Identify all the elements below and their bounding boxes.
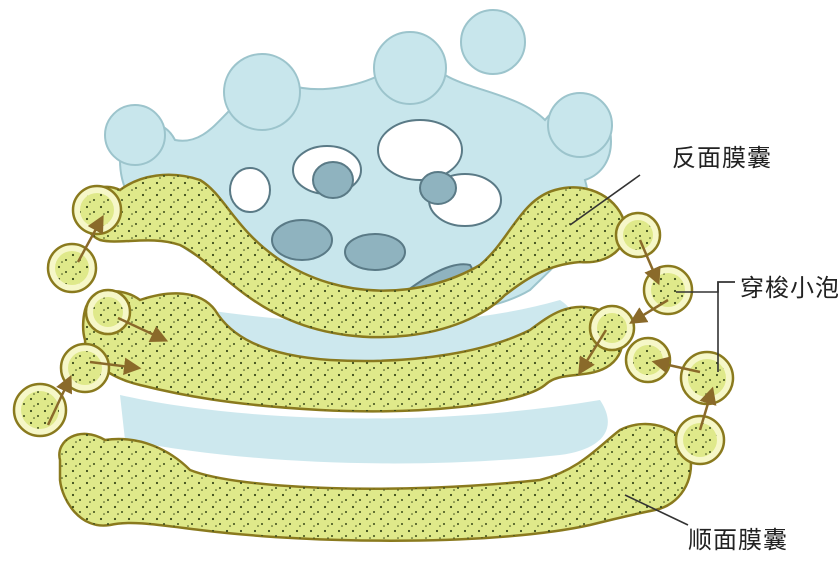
transport-vesicle: [86, 290, 130, 334]
budding-vesicle: [548, 93, 612, 157]
transport-vesicle: [61, 344, 109, 392]
transport-vesicle: [681, 352, 733, 404]
transport-vesicle: [48, 244, 96, 292]
budding-vesicle: [461, 10, 525, 74]
budding-vesicle: [224, 54, 300, 130]
transport-vesicle: [14, 384, 66, 436]
transport-vesicle: [616, 213, 660, 257]
transport-vesicle: [626, 338, 670, 382]
label-trans-cisterna: 反面膜囊: [672, 138, 772, 173]
transport-vesicle: [676, 416, 724, 464]
label-cis-cisterna: 顺面膜囊: [688, 520, 788, 555]
label-transport-vesicle: 穿梭小泡: [740, 268, 838, 303]
budding-vesicle: [105, 105, 165, 165]
transport-vesicle: [644, 266, 692, 314]
budding-vesicle: [374, 32, 446, 104]
